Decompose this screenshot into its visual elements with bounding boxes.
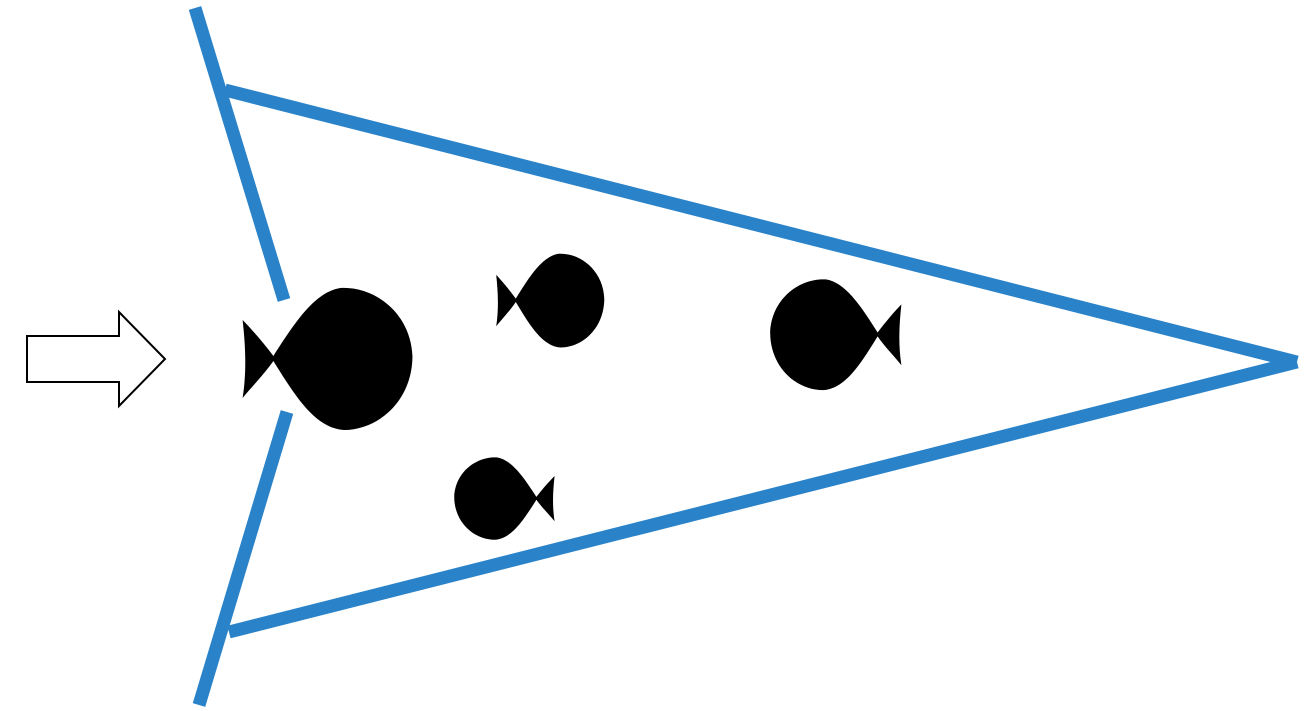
right-arrow-icon xyxy=(27,312,165,406)
upper-wing-line xyxy=(195,8,284,300)
lower-wing-line xyxy=(199,412,287,705)
fish-icon xyxy=(770,279,901,390)
fish-icon xyxy=(243,288,413,430)
fish-icon xyxy=(454,457,554,539)
fish-icon xyxy=(496,254,604,348)
